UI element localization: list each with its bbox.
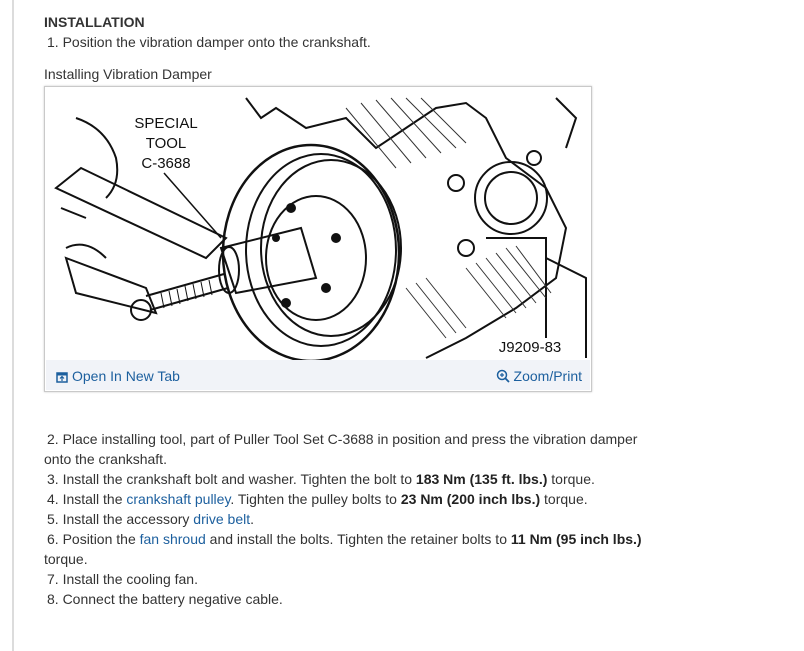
step-3-torque: 183 Nm (135 ft. lbs.) [415,471,548,487]
figure-toolbar: Open In New Tab Zoom/Print [46,360,590,390]
crankshaft-pulley-link[interactable]: crankshaft pulley [126,491,231,507]
step-3-suffix: torque. [547,471,595,487]
step-4-mid: . Tighten the pulley bolts to [230,491,401,507]
tool-label-line1: SPECIAL [134,115,197,132]
vibration-damper-illustration[interactable]: SPECIAL TOOL C-3688 J9209-83 [46,88,590,360]
figure-code: J9209-83 [499,339,562,356]
damper-drawing: SPECIAL TOOL C-3688 J9209-83 [54,97,587,360]
step-4: 4. Install the crankshaft pulley. Tighte… [44,489,664,509]
fan-shroud-link[interactable]: fan shroud [139,531,206,547]
step-8: 8. Connect the battery negative cable. [47,591,283,607]
figure-caption: Installing Vibration Damper [44,66,212,82]
step-3-text: 3. Install the crankshaft bolt and washe… [47,471,416,487]
step-7: 7. Install the cooling fan. [47,571,198,587]
tool-label-line3: C-3688 [141,155,190,172]
procedure-content: INSTALLATION 1. Position the vibration d… [44,12,664,609]
step-6-suffix: torque. [44,551,88,567]
zoom-print-link[interactable]: Zoom/Print [496,366,582,386]
step-4-torque: 23 Nm (200 inch lbs.) [400,491,541,507]
step-6-text: 6. Position the [47,531,140,547]
open-in-new-tab-label: Open In New Tab [72,368,180,384]
step-6-mid: and install the bolts. Tighten the retai… [205,531,511,547]
step-4-suffix: torque. [540,491,588,507]
page-left-border [12,0,14,651]
step-5: 5. Install the accessory drive belt. [44,509,664,529]
step-5-text: 5. Install the accessory [47,511,194,527]
step-2: 2. Place installing tool, part of Puller… [44,431,638,467]
zoom-icon [496,369,510,383]
step-6-torque: 11 Nm (95 inch lbs.) [510,531,642,547]
figure-container: SPECIAL TOOL C-3688 J9209-83 Open In New… [44,86,592,392]
open-tab-icon [56,372,68,383]
section-heading: INSTALLATION [44,14,145,30]
step-1: 1. Position the vibration damper onto th… [47,34,371,50]
step-4-text: 4. Install the [47,491,127,507]
step-6: 6. Position the fan shroud and install t… [44,529,664,569]
drive-belt-link[interactable]: drive belt [193,511,251,527]
zoom-print-label: Zoom/Print [513,368,582,384]
step-3: 3. Install the crankshaft bolt and washe… [44,469,664,489]
open-in-new-tab-link[interactable]: Open In New Tab [56,366,180,386]
tool-label-line2: TOOL [146,135,187,152]
step-5-suffix: . [250,511,254,527]
